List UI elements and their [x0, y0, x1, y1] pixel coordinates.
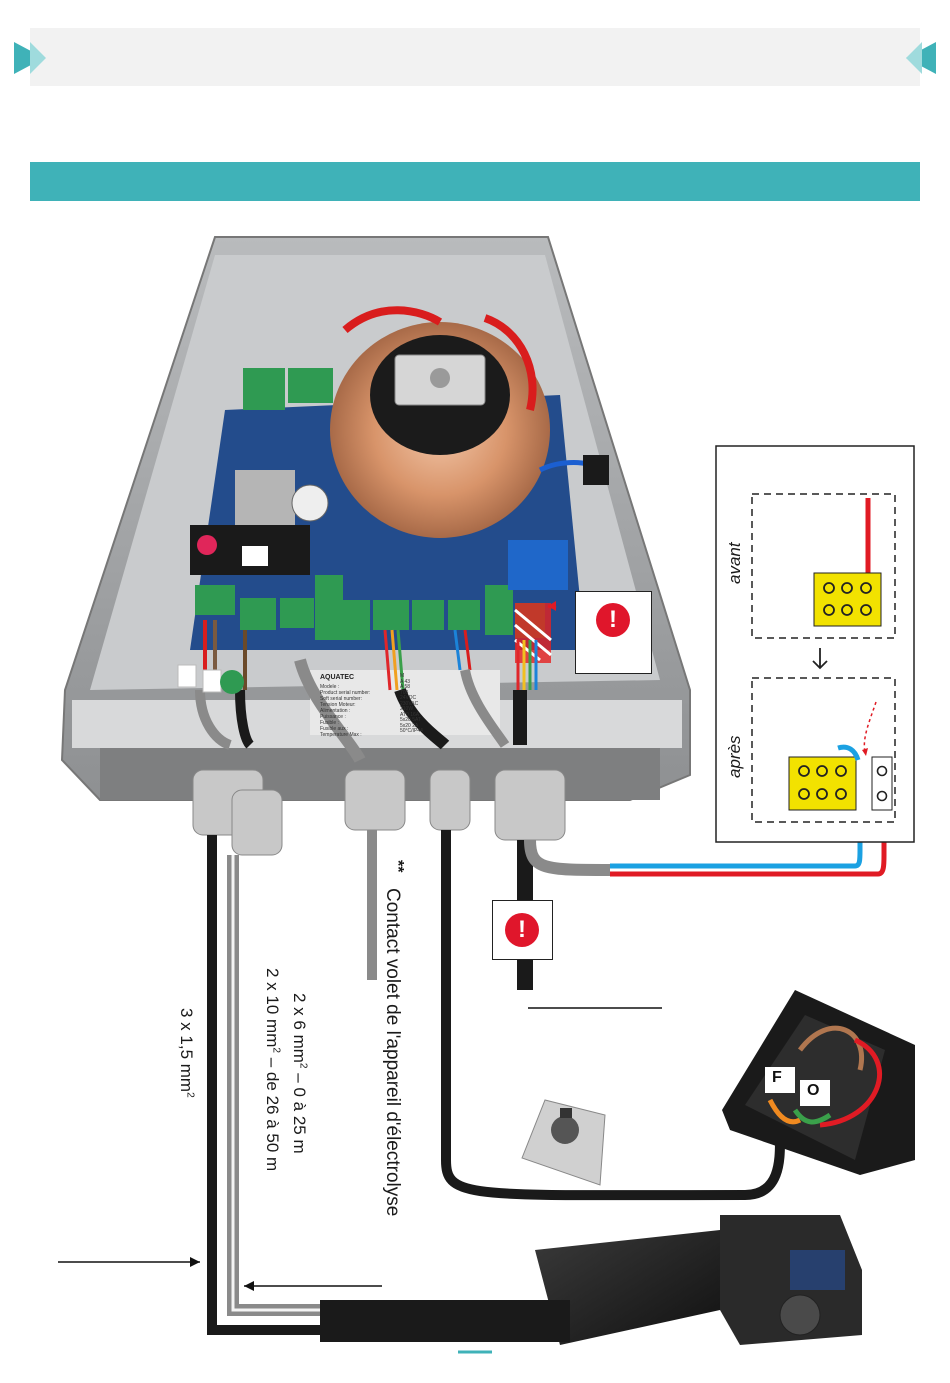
cable-glands [192, 769, 566, 856]
box-label-title: AQUATEC [320, 674, 355, 681]
terminal-block-after [788, 756, 857, 811]
motor [320, 1215, 862, 1345]
cable-switch-black [441, 830, 785, 1201]
cable-3x1-5-label: 3 x 1,5 mm2 [177, 1008, 196, 1098]
switch-box [722, 990, 915, 1175]
cable-3x1-5-black [207, 835, 322, 1335]
switch-label-o: O [807, 1082, 820, 1099]
warning-box-top: ! [575, 591, 652, 674]
right-triangle-light-decoration [906, 42, 922, 74]
label-after: après [725, 735, 744, 778]
left-triangle-light-decoration [30, 42, 46, 74]
switch-label-f: F [772, 1069, 782, 1086]
arrow-down-icon [812, 648, 828, 670]
contact-cable-label: Contact volet de l'appareil d'électrolys… [382, 888, 403, 1217]
cable-2x10-label: 2 x 10 mm2 – de 26 à 50 m [263, 968, 282, 1172]
exclamation-circle-icon: ! [596, 603, 630, 637]
terminal-block-before [813, 572, 882, 627]
control-box [60, 236, 691, 801]
cable-electrolysis-grey [524, 839, 611, 876]
box-label-rows: Modele : Product serial number: Soft ser… [320, 684, 371, 738]
cable-2x6-label: 2 x 6 mm2 – 0 à 25 m [290, 993, 309, 1154]
warning-box-bottom: ! [492, 900, 553, 960]
exclamation-circle-icon: ! [505, 913, 539, 947]
header-band [30, 28, 920, 86]
label-before: avant [725, 542, 744, 584]
box-label-values: M A 43 A 58 700 24VDC 230VAC 210W AT0 16… [400, 673, 423, 734]
key-switch [521, 1099, 606, 1186]
green-connector [243, 368, 285, 410]
section-title-bar [30, 162, 920, 201]
asterisks-label: ** [389, 860, 406, 873]
